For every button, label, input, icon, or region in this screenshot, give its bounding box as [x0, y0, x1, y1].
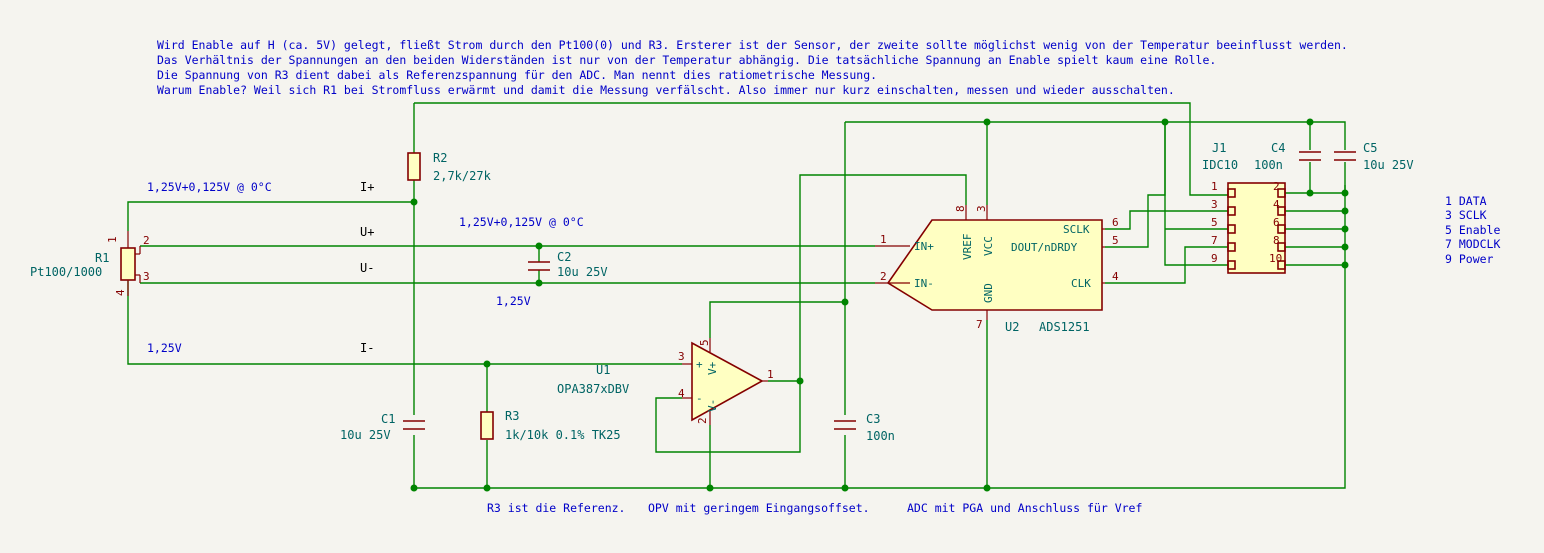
pinout-legend-9: 9 Power [1445, 252, 1494, 266]
u2-pin4: 4 [1112, 270, 1119, 283]
u2-pin-sclk: SCLK [1063, 223, 1090, 236]
j1-connector[interactable] [1227, 182, 1286, 274]
note-reference: R3 ist die Referenz. [487, 501, 625, 515]
j1-pin6: 6 [1273, 216, 1280, 229]
c3-value: 100n [866, 429, 895, 443]
r2-ref: R2 [433, 151, 447, 165]
net-label-u-plus: U+ [360, 225, 374, 239]
pinout-legend-1: 1 DATA [1445, 194, 1487, 208]
c4-ref: C4 [1271, 141, 1285, 155]
r1-pin4: 4 [114, 289, 127, 296]
u1-pin-plus: + [696, 358, 703, 371]
u2-adc[interactable] [875, 205, 1105, 320]
u2-pin-inminus: IN- [914, 277, 934, 290]
u1-opamp[interactable] [682, 338, 768, 425]
j1-pin3: 3 [1211, 198, 1218, 211]
u2-pin3: 3 [975, 205, 988, 212]
u2-pin2: 2 [880, 270, 887, 283]
note-line-3: Die Spannung von R3 dient dabei als Refe… [157, 68, 877, 82]
r1-value: Pt100/1000 [30, 265, 102, 279]
u1-pin3: 3 [678, 350, 685, 363]
wires [127, 102, 1346, 489]
j1-pin7: 7 [1211, 234, 1218, 247]
j1-pin2: 2 [1273, 180, 1280, 193]
u1-pin4: 4 [678, 387, 685, 400]
note-line-2: Das Verhältnis der Spannungen an den bei… [157, 53, 1216, 67]
u2-pin8: 8 [954, 205, 967, 212]
u2-pin-vref: VREF [961, 234, 974, 261]
u2-pin5: 5 [1112, 234, 1119, 247]
j1-pin10: 10 [1269, 252, 1282, 265]
voltage-note-125-a: 1,25V [496, 294, 531, 308]
c2-ref: C2 [557, 250, 571, 264]
u1-pin1: 1 [767, 368, 774, 381]
u1-pin-vminus: V- [706, 399, 719, 412]
u2-value: ADS1251 [1039, 320, 1090, 334]
u2-pin-gnd: GND [982, 283, 995, 303]
voltage-note-top: 1,25V+0,125V @ 0°C [147, 180, 272, 194]
u2-pin7: 7 [976, 318, 983, 331]
u1-value: OPA387xDBV [557, 382, 629, 396]
r3-value: 1k/10k 0.1% TK25 [505, 428, 621, 442]
r1-pt100-resistor[interactable] [120, 231, 141, 296]
u1-ref: U1 [596, 363, 610, 377]
c1-value: 10u 25V [340, 428, 391, 442]
note-opv: OPV mit geringem Eingangsoffset. [648, 501, 870, 515]
r3-ref: R3 [505, 409, 519, 423]
r1-pin1: 1 [106, 236, 119, 243]
c1-capacitor[interactable] [403, 420, 425, 430]
j1-pin8: 8 [1273, 234, 1280, 247]
c3-ref: C3 [866, 412, 880, 426]
u2-pin6: 6 [1112, 216, 1119, 229]
r1-pin2: 2 [143, 234, 150, 247]
c3-capacitor[interactable] [834, 420, 856, 430]
pinout-legend-5: 5 Enable [1445, 223, 1500, 237]
u2-pin-inplus: IN+ [914, 240, 934, 253]
c5-value: 10u 25V [1363, 158, 1414, 172]
net-label-i-minus: I- [360, 341, 374, 355]
u2-pin-clk: CLK [1071, 277, 1091, 290]
u1-pin5: 5 [698, 339, 711, 346]
j1-value: IDC10 [1202, 158, 1238, 172]
u1-pin-minus: - [696, 392, 703, 405]
note-line-1: Wird Enable auf H (ca. 5V) gelegt, fließ… [157, 38, 1348, 52]
c4-value: 100n [1254, 158, 1283, 172]
u2-pin1: 1 [880, 233, 887, 246]
c1-ref: C1 [381, 412, 395, 426]
note-line-4: Warum Enable? Weil sich R1 bei Stromflus… [157, 83, 1175, 97]
u2-pin-vcc: VCC [982, 236, 995, 256]
u2-pin-dout: DOUT/nDRDY [1011, 241, 1078, 254]
u2-ref: U2 [1005, 320, 1019, 334]
j1-pin9: 9 [1211, 252, 1218, 265]
net-label-u-minus: U- [360, 261, 374, 275]
u1-pin2: 2 [696, 417, 709, 424]
j1-pin4: 4 [1273, 198, 1280, 211]
pinout-legend-3: 3 SCLK [1445, 208, 1487, 222]
u1-pin-vplus: V+ [706, 361, 719, 375]
r2-value: 2,7k/27k [433, 169, 492, 183]
r3-resistor[interactable] [480, 411, 494, 440]
c2-capacitor[interactable] [528, 261, 550, 271]
r1-pin3: 3 [143, 270, 150, 283]
net-label-i-plus: I+ [360, 180, 374, 194]
j1-ref: J1 [1212, 141, 1226, 155]
r2-resistor[interactable] [407, 152, 421, 181]
c4-capacitor[interactable] [1299, 151, 1321, 161]
j1-pin1: 1 [1211, 180, 1218, 193]
r1-ref: R1 [95, 251, 109, 265]
voltage-note-125-b: 1,25V [147, 341, 182, 355]
junctions [410, 118, 1349, 492]
c5-ref: C5 [1363, 141, 1377, 155]
c2-value: 10u 25V [557, 265, 608, 279]
pinout-legend-7: 7 MODCLK [1445, 237, 1500, 251]
voltage-note-mid: 1,25V+0,125V @ 0°C [459, 215, 584, 229]
j1-pin5: 5 [1211, 216, 1218, 229]
c5-capacitor[interactable] [1334, 151, 1356, 161]
note-adc: ADC mit PGA und Anschluss für Vref [907, 501, 1142, 515]
